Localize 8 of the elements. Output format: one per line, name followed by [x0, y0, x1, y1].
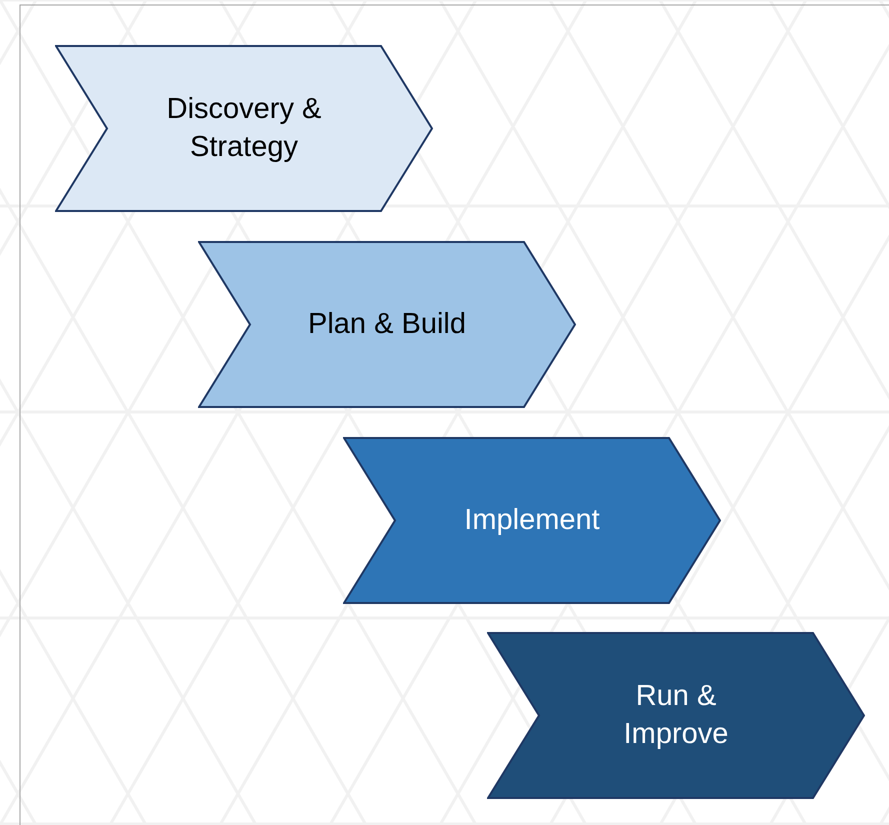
step-label: Discovery & Strategy — [166, 92, 322, 164]
chevron-step — [343, 437, 721, 604]
chevron-step — [55, 45, 433, 212]
chevron-step — [198, 241, 576, 408]
step-label: Run & Improve — [622, 678, 730, 752]
step-label: Plan & Build — [308, 306, 466, 342]
chevron-step — [487, 632, 865, 799]
step-label: Implement — [464, 502, 600, 538]
